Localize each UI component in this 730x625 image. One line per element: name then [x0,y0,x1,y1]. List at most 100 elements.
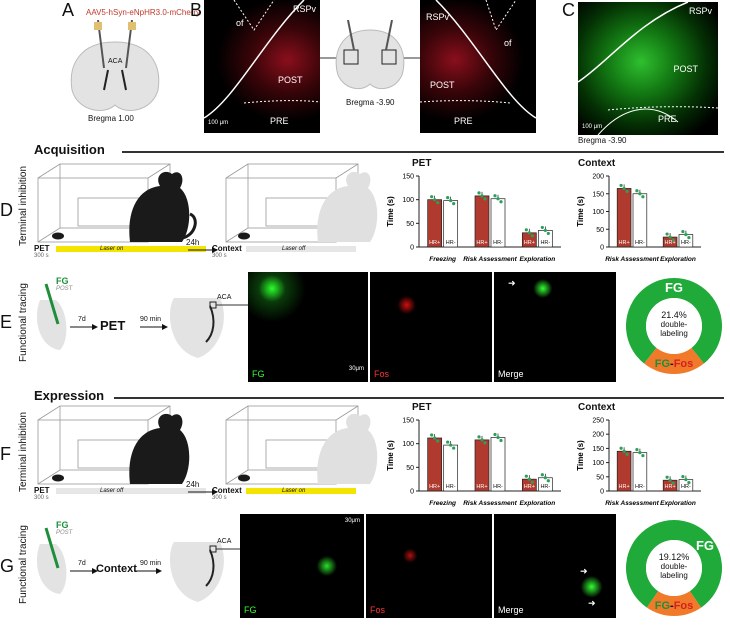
merge-channel-label-e: Merge [498,369,524,379]
data-point [543,476,547,480]
series-label: HR+ [476,484,487,490]
post-label-e: POST [56,286,73,292]
y-axis-label: Time (s) [386,196,395,227]
context-time-d: 300 s [212,253,227,259]
y-tick-label: 150 [402,418,414,425]
series-label: HR- [635,484,645,490]
donut-top-e: FG [664,280,684,295]
context-label-d: Context [212,244,242,253]
brain-section-b [320,20,420,90]
bregma-c: Bregma -3.90 [578,136,627,145]
bar-HR- [632,193,648,248]
data-point [638,451,642,455]
y-tick-label: 150 [592,446,604,453]
data-point [622,186,626,191]
micrograph-c: RSPv POST PRE 100 μm [578,2,718,135]
series-label: HR- [540,484,550,490]
post-label-g: POST [56,530,73,536]
expression-title: Expression [34,388,105,403]
data-point [430,195,434,199]
data-point [530,480,534,484]
data-point [668,478,672,482]
donut-chart-e [626,278,722,374]
y-tick-label: 200 [592,432,604,439]
donut-g: FG 19.12% double- labeling FG-Fos [622,516,726,620]
fos-channel-g: Fos [366,514,492,618]
post-label-bl: POST [278,75,303,85]
fg-channel-label-e: FG [252,369,265,379]
chart-title-f-context: Context [578,402,616,413]
data-point [625,189,629,194]
donut-slice-FG-Fos [646,591,702,616]
arrow-icon-g1: ➜ [580,566,588,576]
y-tick-label: 200 [592,174,604,181]
context-time-f: 300 s [212,495,227,501]
y-tick-label: 150 [402,174,414,181]
data-point [540,473,544,477]
donut-hole [646,540,702,596]
rspv-label-c: RSPv [688,6,712,16]
data-point [684,232,688,237]
donut-fos-g: Fos [673,600,694,612]
series-label: HR- [681,240,691,246]
x-tick-label: Freezing [429,500,456,507]
data-point [480,438,484,442]
data-point [527,231,531,235]
y-tick-label: 150 [592,191,604,198]
min-label-g: 90 min [140,560,162,567]
of-label-bl: of [236,18,244,28]
donut-slice-FG [626,520,722,608]
data-point [480,194,484,198]
data-point [449,199,453,203]
post-label-c: POST [673,64,698,74]
construct-label: AAV5-hSyn-eNpHR3.0-mCherry [86,8,201,17]
x-tick-label: Risk Assessment [463,256,517,263]
panel-letter-e: E [0,312,13,332]
laser-on-f: Laser on [282,488,306,494]
donut-slice-FG [626,278,722,364]
pre-label-c: PRE [658,114,677,124]
merge-channel-g: ➜ ➜ Merge [494,514,616,618]
pet-label-e: PET [100,318,126,333]
data-point [540,225,544,230]
interval-d: 24h [186,238,200,247]
data-point [665,475,669,479]
data-point [671,481,675,485]
x-tick-label: Exploration [519,256,555,263]
y-axis-label: Time (s) [386,440,395,471]
data-point [530,234,534,238]
data-point [687,235,691,240]
data-point [433,198,437,202]
fg-channel-label-g: FG [244,605,257,615]
y-tick-label: 100 [402,441,414,448]
micrograph-b-right: RSPv of POST PRE [420,0,536,133]
data-point [635,448,639,452]
rspv-label-bl: RSPv [292,4,316,14]
micrograph-b-left: RSPv of POST PRE 100 μm [204,0,320,133]
y-tick-label: 0 [410,245,414,252]
data-point [543,228,547,233]
y-axis-label: Time (s) [576,440,585,471]
chart-title-d-pet: PET [412,158,432,169]
y-tick-label: 50 [596,474,604,481]
donut-sep-g: - [670,600,674,612]
data-point [641,195,645,199]
series-label: HR- [635,240,645,246]
side-label-f: Terminal inhibition [18,411,29,492]
series-label: HR- [540,240,550,246]
donut-slice-FG-Fos [644,347,704,374]
y-tick-label: 50 [406,465,414,472]
scale-e: 30μm [348,366,364,372]
bar-chart-d-pet: Time (s)050100150HR+HR-FreezingHR+HR-Ris… [386,174,561,263]
brain-section-a [70,20,160,111]
data-point [638,192,642,196]
fos-channel-e: Fos [370,272,492,382]
data-point [681,229,685,234]
of-label-br: of [504,38,512,48]
data-point [449,443,453,447]
laser-f: Laser off [100,488,124,494]
pet-label-d: PET [34,244,50,253]
tracing-schematic-g [36,527,248,602]
